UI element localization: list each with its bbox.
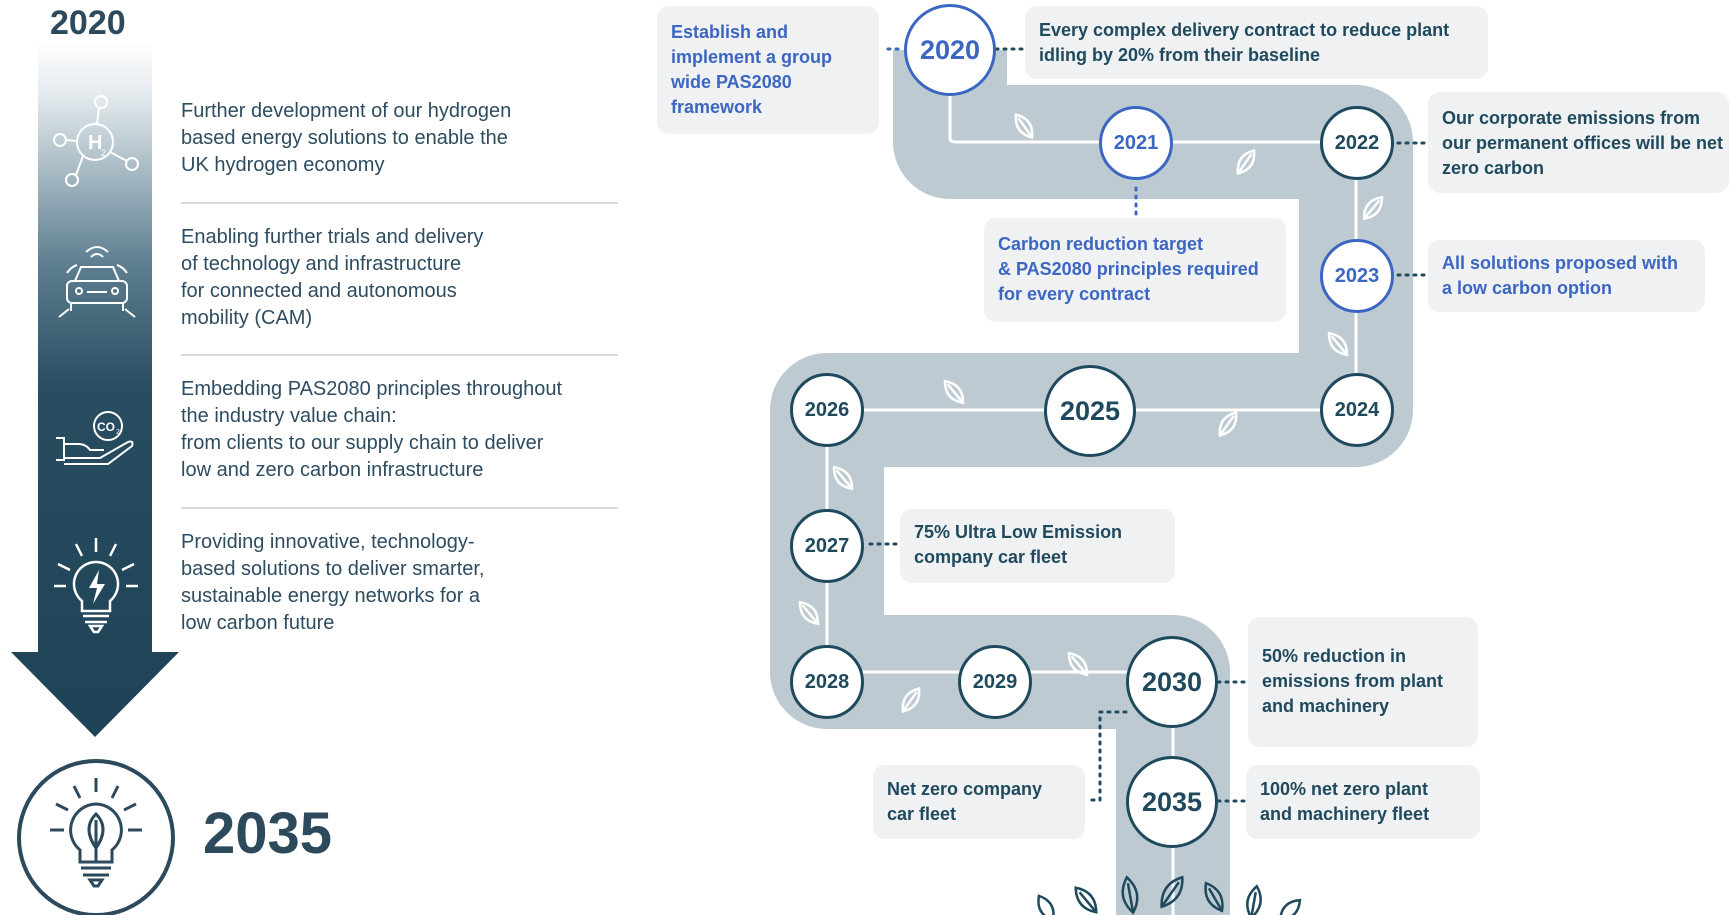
hydrogen-molecule-icon: H 2 — [53, 95, 139, 187]
text-line: and machinery — [1262, 696, 1390, 716]
text-line: for every contract — [998, 284, 1151, 304]
text-line: UK hydrogen economy — [181, 154, 385, 176]
text-line: the industry value chain: — [181, 405, 397, 427]
divider — [181, 507, 618, 509]
node-2029: 2029 — [958, 645, 1032, 719]
item-pas2080-text: Embedding PAS2080 principles throughout … — [181, 376, 621, 484]
node-2020: 2020 — [904, 4, 996, 96]
text-line: Embedding PAS2080 principles throughout — [181, 378, 562, 400]
text-line: All solutions proposed with — [1442, 253, 1678, 273]
text-line: emissions from plant — [1262, 671, 1444, 691]
svg-text:2: 2 — [101, 148, 106, 158]
item-hydrogen-text: Further development of our hydrogen base… — [181, 98, 621, 179]
end-year-label: 2035 — [203, 801, 333, 866]
box-net-zero-car-fleet: Net zero company car fleet — [873, 765, 1085, 839]
text-line: 75% Ultra Low Emission — [914, 522, 1123, 542]
divider — [181, 202, 618, 204]
text-line: company car fleet — [914, 547, 1068, 567]
text-line: low and zero carbon infrastructure — [181, 459, 484, 481]
text-line: Net zero company — [887, 779, 1043, 799]
divider — [181, 354, 618, 356]
box-plant-idling: Every complex delivery contract to reduc… — [1025, 6, 1488, 79]
text-line: from clients to our supply chain to deli… — [181, 432, 544, 454]
text-line: Establish and — [671, 22, 789, 42]
lightbulb-leaf-icon — [17, 759, 175, 915]
item-cam-text: Enabling further trials and delivery of … — [181, 224, 621, 332]
text-line: Our corporate emissions from — [1442, 108, 1701, 128]
co2-hand-icon: CO 2 — [56, 411, 134, 465]
text-line: Every complex delivery contract to reduc… — [1039, 20, 1450, 40]
leaf-cluster-icon — [1037, 875, 1302, 915]
connected-car-icon — [58, 246, 136, 318]
node-2027: 2027 — [790, 509, 864, 583]
node-2025: 2025 — [1044, 365, 1136, 457]
lightbulb-bolt-icon — [54, 538, 138, 634]
box-carbon-target: Carbon reduction target & PAS2080 princi… — [984, 218, 1286, 322]
text-line: zero carbon — [1442, 158, 1545, 178]
node-2021: 2021 — [1099, 106, 1173, 180]
svg-text:CO: CO — [97, 420, 115, 434]
text-line: based solutions to deliver smarter, — [181, 558, 485, 580]
box-plant-reduction: 50% reduction in emissions from plant an… — [1248, 617, 1478, 747]
box-pas2080-framework: Establish and implement a group wide PAS… — [657, 6, 879, 134]
text-line: 100% net zero plant — [1260, 779, 1429, 799]
text-line: wide PAS2080 — [671, 72, 792, 92]
text-line: framework — [671, 97, 763, 117]
item-energy-text: Providing innovative, technology- based … — [181, 529, 621, 637]
svg-text:H: H — [88, 132, 102, 154]
node-2022: 2022 — [1320, 106, 1394, 180]
text-line: implement a group — [671, 47, 833, 67]
box-net-zero-plant: 100% net zero plant and machinery fleet — [1246, 765, 1480, 839]
text-line: based energy solutions to enable the — [181, 127, 508, 149]
text-line: low carbon future — [181, 612, 335, 634]
node-2030: 2030 — [1126, 636, 1218, 728]
text-line: car fleet — [887, 804, 957, 824]
node-2023: 2023 — [1320, 239, 1394, 313]
text-line: 50% reduction in — [1262, 646, 1407, 666]
node-2028: 2028 — [790, 645, 864, 719]
node-2035: 2035 — [1126, 756, 1218, 848]
text-line: a low carbon option — [1442, 278, 1612, 298]
box-office-emissions: Our corporate emissions from our permane… — [1428, 92, 1729, 193]
node-2026: 2026 — [790, 373, 864, 447]
node-2024: 2024 — [1320, 373, 1394, 447]
svg-text:2: 2 — [116, 429, 120, 436]
text-line: mobility (CAM) — [181, 307, 313, 329]
text-line: of technology and infrastructure — [181, 253, 462, 275]
box-ulev-fleet: 75% Ultra Low Emission company car fleet — [900, 509, 1175, 583]
text-line: Further development of our hydrogen — [181, 100, 512, 122]
text-line: Carbon reduction target — [998, 234, 1204, 254]
text-line: and machinery fleet — [1260, 804, 1430, 824]
start-year-label: 2020 — [50, 4, 126, 42]
text-line: idling by 20% from their baseline — [1039, 45, 1321, 65]
text-line: Enabling further trials and delivery — [181, 226, 484, 248]
text-line: for connected and autonomous — [181, 280, 457, 302]
box-low-carbon-option: All solutions proposed with a low carbon… — [1428, 240, 1705, 312]
text-line: sustainable energy networks for a — [181, 585, 481, 607]
leaf-icons — [798, 112, 1384, 714]
text-line: & PAS2080 principles required — [998, 259, 1259, 279]
text-line: Providing innovative, technology- — [181, 531, 475, 553]
timeline-arrow — [11, 40, 179, 737]
text-line: our permanent offices will be net — [1442, 133, 1724, 153]
